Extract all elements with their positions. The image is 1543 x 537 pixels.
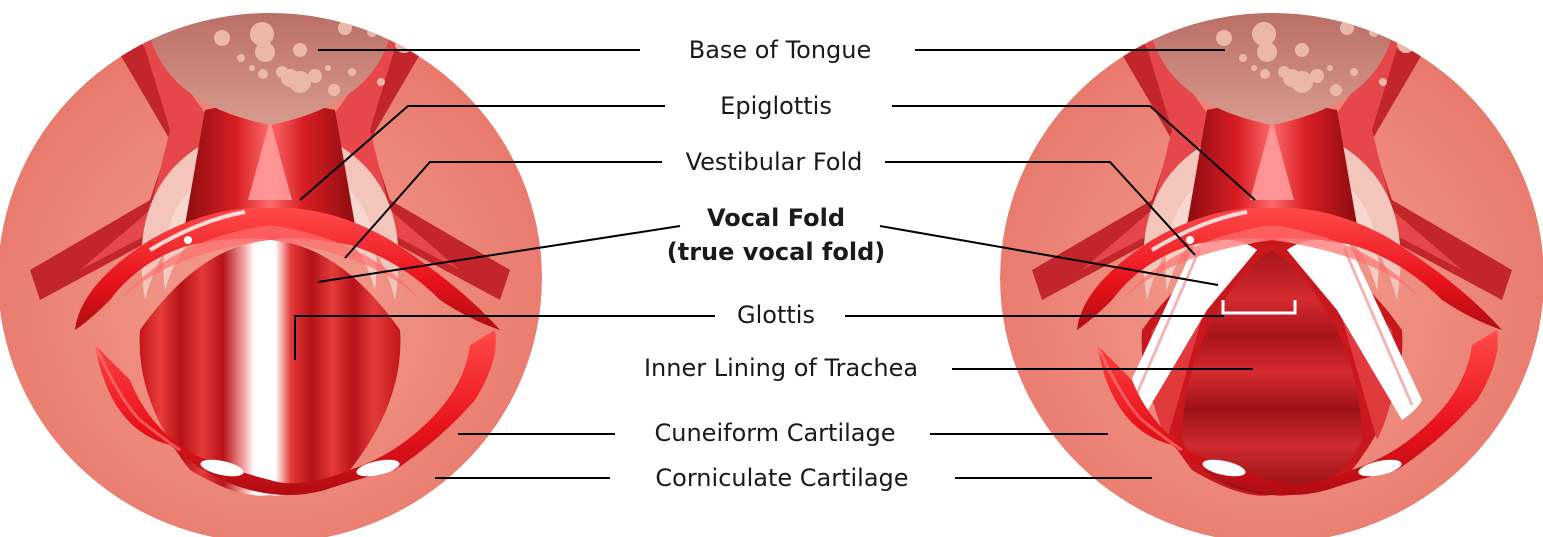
label-corniculate-cartilage: Corniculate Cartilage [617,463,947,493]
label-vocal-fold-sub: (true vocal fold) [626,237,926,267]
label-cuneiform-cartilage: Cuneiform Cartilage [620,418,930,448]
larynx-closed [0,0,542,537]
label-base-of-tongue: Base of Tongue [650,35,910,65]
label-epiglottis: Epiglottis [666,91,886,121]
label-vocal-fold: Vocal Fold [666,203,886,233]
label-glottis: Glottis [706,300,846,330]
larynx-open [1000,0,1543,537]
label-inner-lining-of-trachea: Inner Lining of Trachea [616,353,946,383]
label-vestibular-fold: Vestibular Fold [664,147,884,177]
